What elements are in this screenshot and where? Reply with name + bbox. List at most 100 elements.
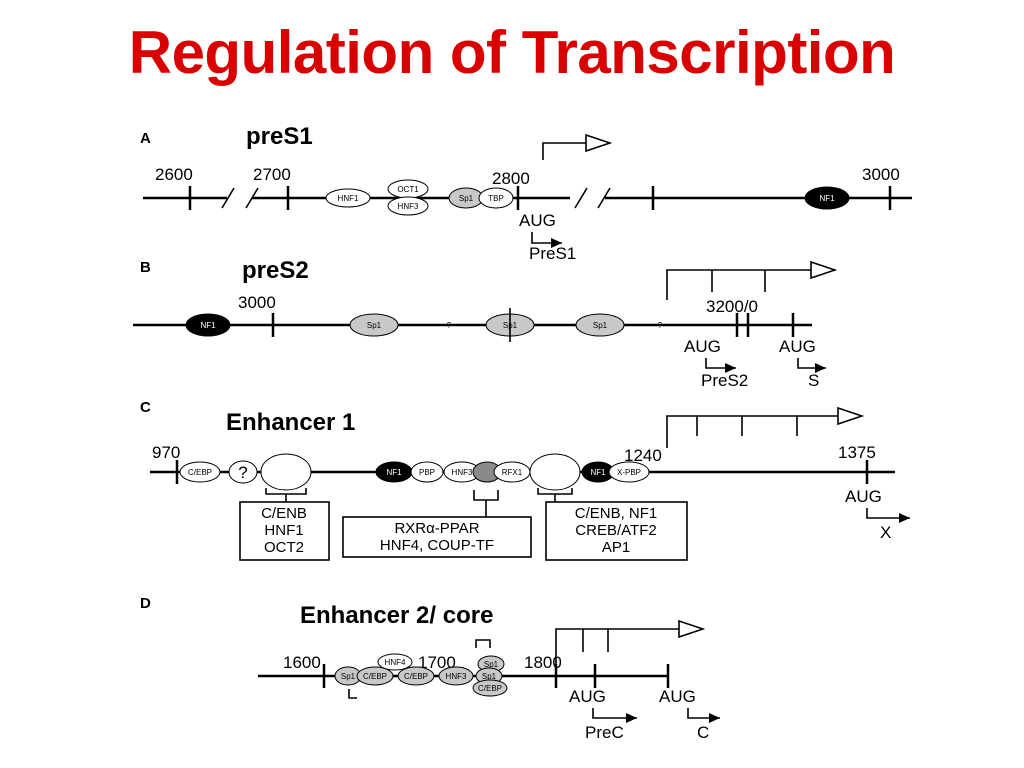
panel-a-letter: A: [140, 130, 151, 147]
factor-label: HNF1: [338, 194, 359, 203]
slide-title: Regulation of Transcription: [128, 19, 896, 86]
factor-label: NF1: [590, 468, 606, 477]
factor-label: Sp1: [459, 194, 474, 203]
box-text: RXRα-PPAR: [394, 520, 479, 537]
factor-label: C/EBP: [404, 672, 428, 681]
factor-label: Sp1: [593, 321, 608, 330]
site-bracket: [348, 689, 357, 699]
box-text: CREB/ATF2: [575, 522, 656, 539]
factor-label: HNF3: [446, 672, 467, 681]
translation-arrow: [592, 708, 637, 723]
box-text: C/ENB: [261, 505, 307, 522]
box-text: C/ENB, NF1: [575, 505, 658, 522]
panel-b: B preS2 3000 3200/0 NF1 Sp1 ? Sp1 Sp1 ? …: [133, 257, 835, 390]
panel-a-heading: preS1: [246, 123, 313, 150]
product-label: PreS2: [701, 371, 748, 390]
translation-arrow: [705, 358, 736, 373]
position-label: 3200/0: [706, 297, 758, 316]
factor-cebp: [472, 679, 508, 697]
factor-label: PBP: [419, 468, 435, 477]
panel-c-letter: C: [140, 399, 151, 416]
factor-sp1: [575, 313, 625, 337]
panel-c-heading: Enhancer 1: [226, 409, 355, 436]
factor-label: ?: [238, 463, 247, 482]
factor-label: HNF4: [385, 658, 406, 667]
position-label: 2700: [253, 165, 291, 184]
box-text: HNF1: [264, 522, 303, 539]
position-label: 1700: [418, 653, 456, 672]
factor-hnf3: [438, 666, 474, 686]
factor-hnf4: [377, 653, 413, 671]
codon-label: AUG: [659, 687, 696, 706]
factor-box-3: [545, 501, 688, 561]
factor-x-pbp: [608, 461, 650, 483]
box-text: HNF4, COUP-TF: [380, 537, 494, 554]
factor-label: NF1: [200, 321, 216, 330]
position-label: 1800: [524, 653, 562, 672]
codon-label: AUG: [845, 487, 882, 506]
factor-hnf3: [387, 196, 429, 216]
panel-b-heading: preS2: [242, 257, 309, 284]
product-label: S: [808, 371, 819, 390]
factor-label: RFX1: [502, 468, 523, 477]
binding-site-1: [260, 453, 312, 491]
position-label: 1600: [283, 653, 321, 672]
factor-label: HNF3: [452, 468, 473, 477]
position-label: 1240: [624, 446, 662, 465]
binding-site-3: [529, 453, 581, 491]
factor-label: NF1: [386, 468, 402, 477]
codon-label: AUG: [684, 337, 721, 356]
factor-label: Sp1: [341, 672, 356, 681]
panel-d-heading: Enhancer 2/ core: [300, 602, 493, 629]
panel-a: A preS1 2600 2700 2800 3000 HNF1 OCT1 HN…: [140, 123, 912, 263]
position-label: 3000: [862, 165, 900, 184]
product-label: C: [697, 723, 709, 742]
translation-arrow: [866, 508, 910, 523]
factor-label: OCT1: [397, 185, 419, 194]
factor-box-2: [342, 516, 532, 558]
position-label: 1375: [838, 443, 876, 462]
factor-box-1: [239, 501, 330, 561]
factor-cebp: [356, 666, 394, 686]
codon-label: AUG: [519, 211, 556, 230]
unknown-site: ?: [447, 321, 452, 330]
box-text: OCT2: [264, 539, 304, 556]
product-label: PreS1: [529, 244, 576, 263]
line-break-mark: [574, 187, 588, 209]
translation-arrow: [687, 708, 720, 723]
factor-cebp: [179, 461, 221, 483]
factor-pbp: [410, 461, 444, 483]
codon-label: AUG: [779, 337, 816, 356]
site-bracket: [475, 639, 491, 648]
line-break-mark: [245, 187, 259, 209]
factor-nf1: [804, 186, 850, 210]
box-text: AP1: [602, 539, 630, 556]
panel-c: C Enhancer 1 970 1240 1375 C/EBP ? NF1 P…: [140, 399, 910, 561]
factor-unknown: [228, 460, 258, 484]
factor-label: Sp1: [482, 672, 497, 681]
factor-nf1: [185, 313, 231, 337]
factor-label: C/EBP: [188, 468, 212, 477]
panel-b-letter: B: [140, 259, 151, 276]
line-break-mark: [221, 187, 235, 209]
product-label: X: [880, 523, 891, 542]
translation-arrow: [531, 232, 562, 248]
factor-sp1: [349, 313, 399, 337]
position-label: 970: [152, 443, 180, 462]
factor-label: NF1: [819, 194, 835, 203]
translation-arrow: [797, 358, 826, 373]
factor-label: C/EBP: [478, 684, 502, 693]
factor-label: Sp1: [484, 660, 499, 669]
transcription-start-arrow: [555, 629, 703, 668]
panel-d: D Enhancer 2/ core 1600 1700 1800 Sp1 C/…: [140, 595, 720, 742]
factor-hnf1: [325, 188, 371, 208]
position-label: 2600: [155, 165, 193, 184]
factor-label: TBP: [488, 194, 504, 203]
factor-cebp: [397, 666, 435, 686]
factor-label: X-PBP: [617, 468, 641, 477]
panel-d-letter: D: [140, 595, 151, 612]
line-break-mark: [597, 187, 611, 209]
position-label: 2800: [492, 169, 530, 188]
unknown-site: ?: [658, 321, 663, 330]
